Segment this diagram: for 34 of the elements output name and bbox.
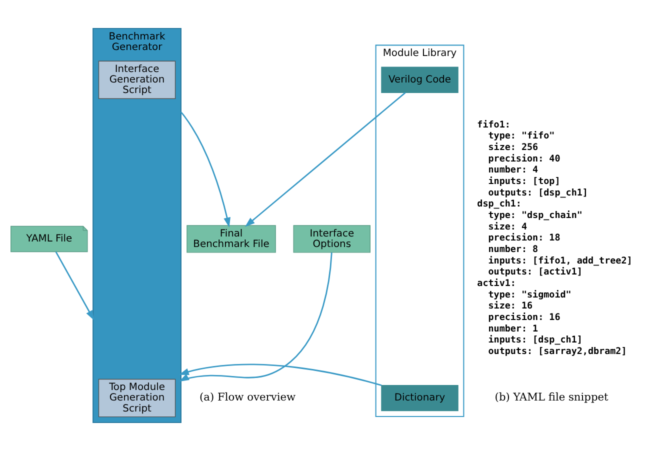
label: type: "fifo" <box>488 130 555 142</box>
label: activ1: <box>477 278 516 290</box>
arrow <box>178 364 382 386</box>
label: precision: 18 <box>488 232 560 244</box>
arrow <box>244 92 406 227</box>
label: size: 256 <box>488 142 538 153</box>
arrow <box>179 252 332 382</box>
label: dsp_ch1: <box>477 198 522 210</box>
node-box: Interface Generation Script <box>98 60 176 99</box>
label: number: 1 <box>488 323 538 334</box>
label: type: "sigmoid" <box>488 289 572 300</box>
node-box: Dictionary <box>381 384 458 412</box>
label: precision: 40 <box>488 153 560 164</box>
label: fifo1: <box>477 119 510 130</box>
label: inputs: [dsp_ch1] <box>488 334 582 346</box>
node-box: Final Benchmark File <box>186 225 276 253</box>
node-box: Top Module Generation Script <box>98 378 176 418</box>
label: size: 16 <box>488 300 533 312</box>
label: outputs: [activ1] <box>488 266 582 278</box>
arrow <box>180 112 230 228</box>
label: (a) Flow overview <box>200 390 296 404</box>
label: number: 8 <box>488 244 538 255</box>
node-box: Verilog Code <box>381 66 458 93</box>
label: size: 4 <box>488 221 528 232</box>
label: type: "dsp_chain" <box>488 210 582 221</box>
label: inputs: [fifo1, add_tree2] <box>488 255 632 266</box>
label: outputs: [dsp_ch1] <box>488 187 588 198</box>
label: (b) YAML file snippet <box>494 390 608 404</box>
label: inputs: [top] <box>488 176 560 187</box>
label: outputs: [sarray2,dbram2] <box>488 346 627 358</box>
arrow <box>55 251 94 320</box>
label: number: 4 <box>488 164 538 176</box>
node-box: Interface Options <box>293 225 370 253</box>
label: precision: 16 <box>488 312 560 324</box>
